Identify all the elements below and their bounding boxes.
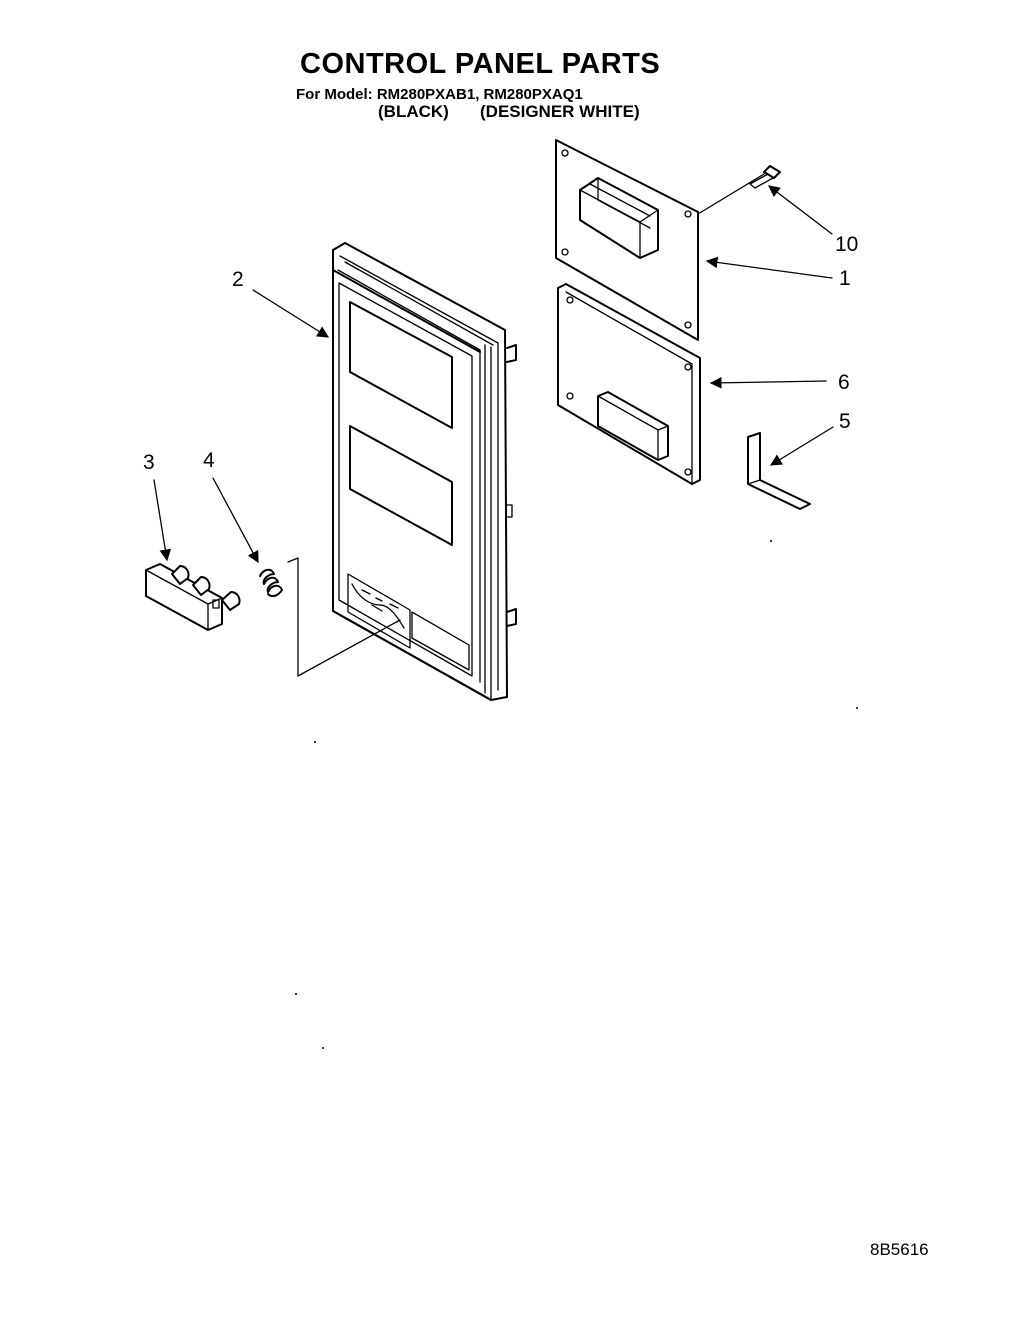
callout-1: 1	[839, 267, 851, 290]
document-number: 8B5616	[870, 1240, 929, 1259]
model-line: For Model: RM280PXAB1, RM280PXAQ1	[296, 86, 583, 103]
scan-speck	[770, 540, 772, 542]
membrane-plate	[557, 283, 701, 485]
callout-5: 5	[839, 410, 851, 433]
spring	[259, 568, 283, 598]
variant-designer-white-label: (DESIGNER WHITE)	[480, 102, 640, 121]
scan-speck	[295, 993, 297, 995]
control-board	[555, 139, 699, 341]
leader-arrow-6	[709, 376, 827, 389]
screw-to-board-line	[697, 173, 765, 215]
screw	[749, 165, 781, 189]
leader-arrow-3	[153, 479, 172, 562]
callout-6: 6	[838, 371, 850, 394]
callout-2: 2	[232, 268, 244, 291]
ground-strip	[747, 432, 811, 510]
leader-arrow-1	[705, 256, 833, 279]
scan-speck	[314, 741, 316, 743]
leader-arrow-4	[212, 477, 259, 564]
scan-speck	[856, 707, 858, 709]
leader-arrow-10	[768, 185, 833, 235]
assembly-guide-line	[287, 557, 401, 677]
page-title: CONTROL PANEL PARTS	[300, 48, 661, 80]
scan-speck	[322, 1047, 324, 1049]
control-panel-frame	[332, 242, 517, 701]
leader-arrow-5	[770, 426, 834, 466]
callout-3: 3	[143, 451, 155, 474]
variant-black-label: (BLACK)	[378, 102, 449, 121]
callout-10: 10	[835, 233, 859, 256]
leader-arrow-2	[252, 289, 329, 338]
callout-4: 4	[203, 449, 215, 472]
push-button	[145, 563, 241, 631]
